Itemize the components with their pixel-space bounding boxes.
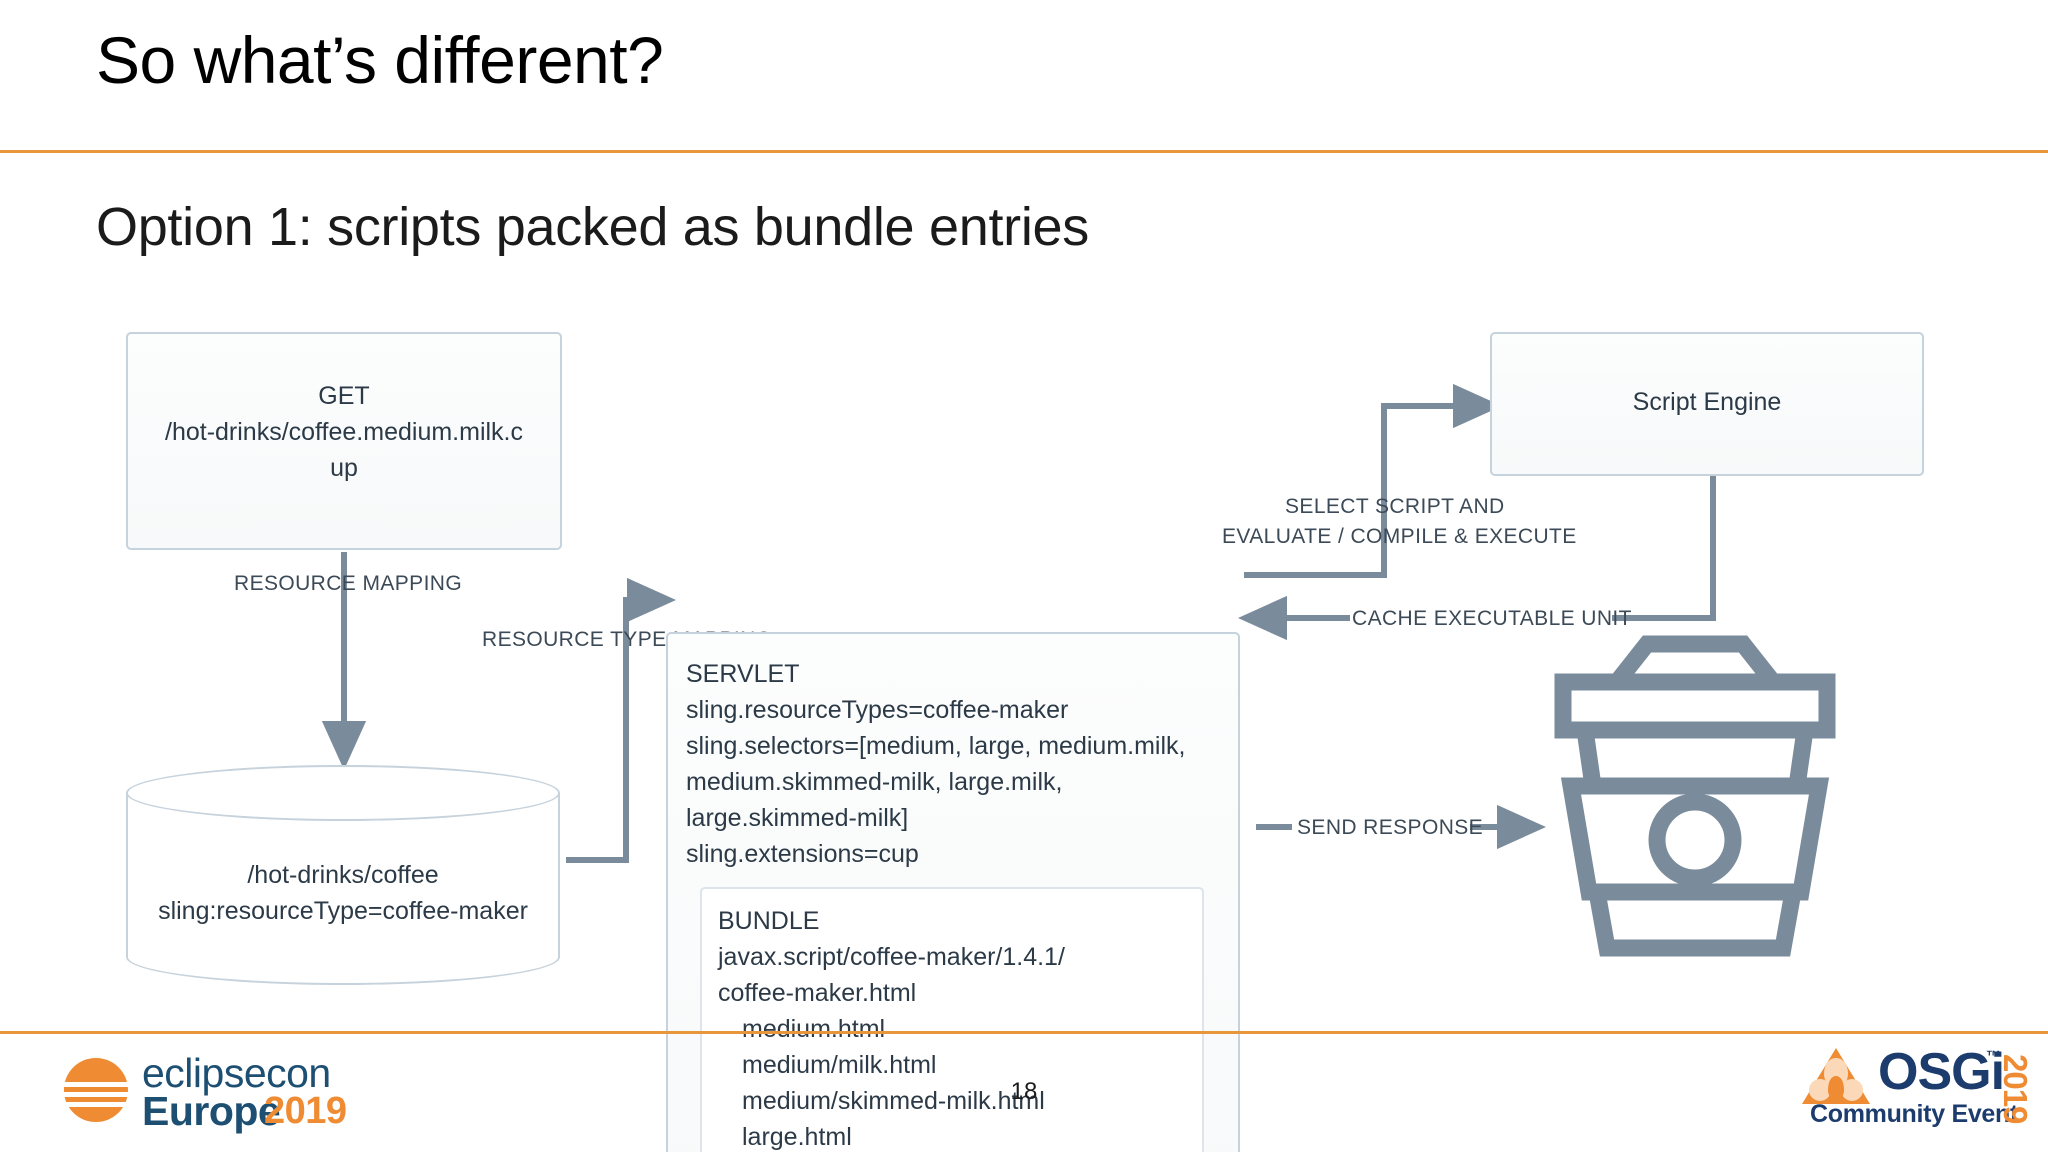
osgi-subtitle: Community Event (1810, 1100, 2019, 1128)
page-subtitle: Option 1: scripts packed as bundle entri… (96, 197, 1089, 257)
arrow-resource-type-mapping (566, 577, 677, 863)
eclipse-sun-icon (62, 1058, 130, 1122)
servlet-line-4: large.skimmed-milk] (686, 804, 909, 832)
title-divider (0, 150, 2048, 153)
osgi-logo: OSGi ™ Community Event 2019 (1800, 1043, 2034, 1142)
request-path: /hot-drinks/coffee.medium.milk.c (165, 418, 523, 446)
servlet-line-2: sling.selectors=[medium, large, medium.m… (686, 732, 1186, 760)
bundle-entry-3: medium/skimmed-milk.html (742, 1087, 1045, 1115)
label-select-script-line1: SELECT SCRIPT AND (1285, 495, 1505, 518)
bundle-entry-2: medium/milk.html (742, 1051, 937, 1079)
repository-cylinder: /hot-drinks/coffee sling:resourceType=co… (126, 765, 560, 985)
europe-wordmark: Europe (142, 1088, 281, 1134)
bundle-heading: BUNDLE (718, 907, 820, 935)
label-cache-executable-unit: CACHE EXECUTABLE UNIT (1352, 607, 1632, 630)
label-send-response: SEND RESPONSE (1297, 816, 1484, 839)
bundle-box (700, 887, 1204, 1152)
architecture-diagram: GET /hot-drinks/coffee.medium.milk.c up … (0, 300, 2048, 1152)
eclipsecon-logo: eclipsecon Europe 2019 (52, 1050, 347, 1134)
eclipsecon-year: 2019 (264, 1090, 347, 1132)
servlet-line-3: medium.skimmed-milk, large.milk, (686, 768, 1063, 796)
script-engine-box: Script Engine (1490, 332, 1924, 476)
arrow-cache-return (1612, 476, 1716, 621)
repository-path: /hot-drinks/coffee (247, 861, 439, 889)
osgi-year: 2019 (1997, 1054, 2034, 1124)
request-method: GET (318, 382, 370, 410)
cylinder-top (126, 765, 560, 821)
page-title: So what’s different? (96, 23, 664, 97)
servlet-line-1: sling.resourceTypes=coffee-maker (686, 696, 1069, 724)
eclipsecon-wordmark: eclipsecon (142, 1050, 331, 1096)
arrow-select-script (1244, 383, 1503, 578)
script-engine-label: Script Engine (1632, 388, 1782, 416)
repository-resource-type: sling:resourceType=coffee-maker (158, 897, 528, 925)
label-select-script-line2: EVALUATE / COMPILE & EXECUTE (1222, 525, 1577, 548)
bundle-path: javax.script/coffee-maker/1.4.1/ (718, 943, 1065, 971)
servlet-line-5: sling.extensions=cup (686, 840, 919, 868)
bundle-entry-1: medium.html (742, 1015, 886, 1043)
footer-divider (0, 1031, 2048, 1034)
bundle-entry-4: large.html (742, 1123, 852, 1151)
bundle-entry-0: coffee-maker.html (718, 979, 917, 1007)
request-path-wrap: up (330, 454, 358, 482)
servlet-heading: SERVLET (686, 660, 800, 688)
label-resource-mapping: RESOURCE MAPPING (234, 572, 463, 595)
repository-label: /hot-drinks/coffee sling:resourceType=co… (126, 857, 560, 929)
osgi-mark-icon (1802, 1048, 1870, 1104)
bundle-text-block: BUNDLE javax.script/coffee-maker/1.4.1/ … (718, 903, 1208, 1152)
connector-layer (321, 383, 1716, 863)
servlet-text-block: SERVLET sling.resourceTypes=coffee-maker… (686, 656, 1246, 872)
request-box-body: GET /hot-drinks/coffee.medium.milk.c up (138, 378, 550, 486)
request-box: GET /hot-drinks/coffee.medium.milk.c up (126, 332, 562, 550)
osgi-wordmark: OSGi (1878, 1043, 2005, 1101)
page-number: 18 (1010, 1078, 1038, 1105)
trademark-icon: ™ (1986, 1048, 2001, 1065)
coffee-cup-icon (1545, 630, 1845, 960)
